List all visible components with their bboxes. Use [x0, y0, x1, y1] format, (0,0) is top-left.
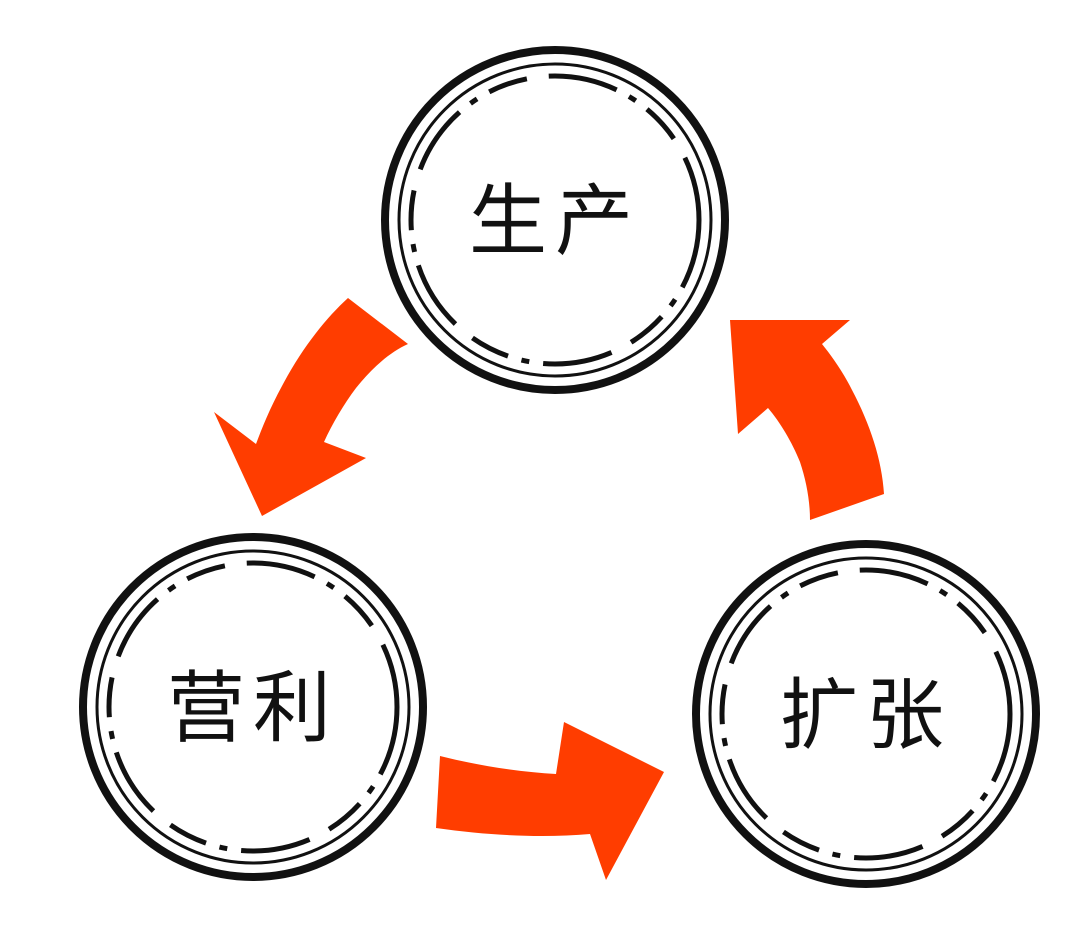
node-profit: 营利: [79, 533, 427, 881]
node-label-profit: 营利: [167, 664, 339, 754]
node-label-expansion: 扩张: [780, 671, 952, 761]
dashed-ring: [408, 73, 702, 367]
node-expansion: 扩张: [692, 540, 1040, 888]
dashed-ring: [719, 567, 1013, 861]
arrow-production-to-profit: [214, 298, 408, 516]
arrow-profit-to-expansion: [436, 722, 664, 880]
arrow-expansion-to-production: [730, 320, 884, 520]
node-production: 生产: [381, 46, 729, 394]
node-label-production: 生产: [469, 177, 641, 267]
dashed-ring: [106, 560, 400, 854]
